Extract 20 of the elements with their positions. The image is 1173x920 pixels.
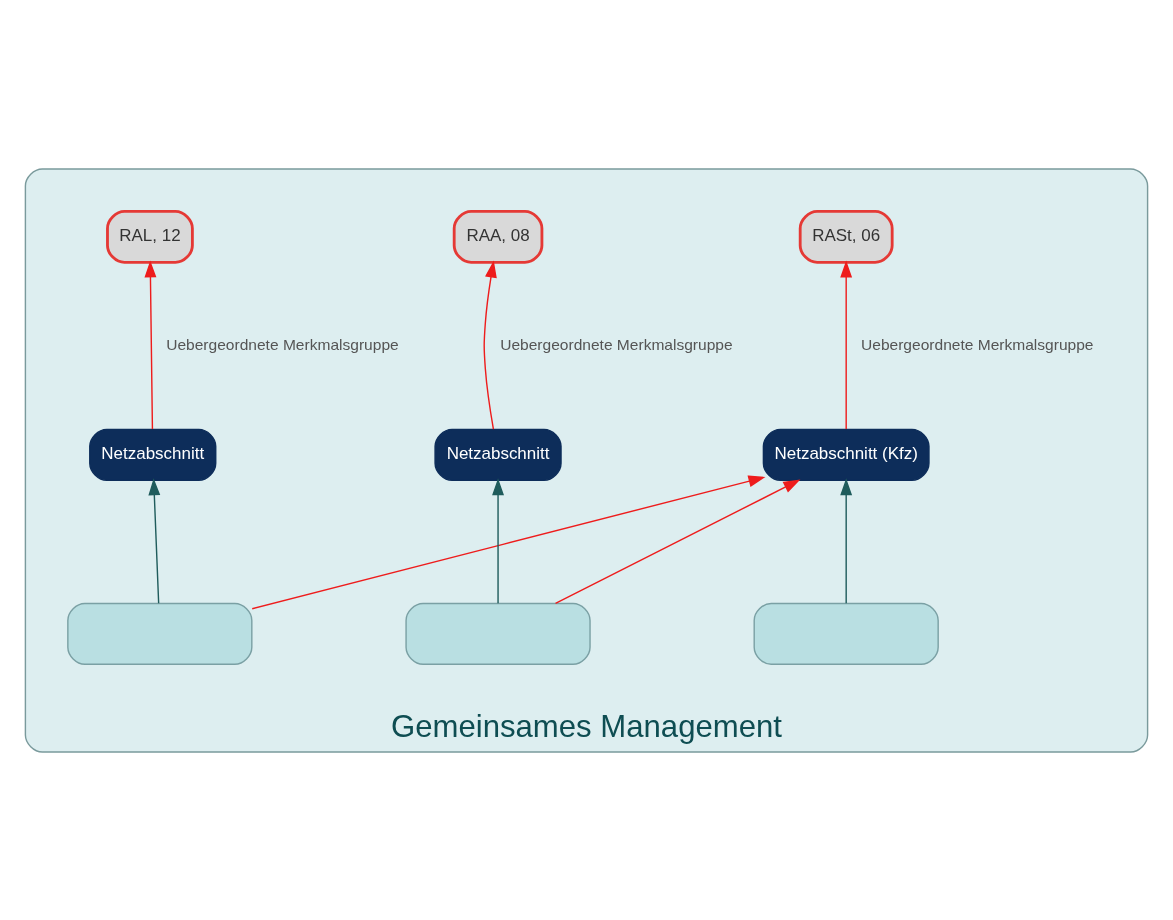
node-box: RAL, 12 (106, 209, 194, 264)
edge-label: Uebergeordnete Merkmalsgruppe (500, 335, 733, 353)
arrow (492, 477, 504, 604)
node-box: Netzabschnitt (89, 428, 217, 481)
node-box: Netzabschnitt (434, 428, 562, 481)
node-box (753, 602, 939, 665)
node-box: RAA, 08 (452, 209, 544, 264)
edge-label: Uebergeordnete Merkmalsgruppe (166, 335, 399, 353)
node-box (67, 602, 253, 665)
arrow (840, 259, 853, 430)
arrow (148, 477, 161, 604)
node-box: Netzabschnitt (Kfz) (762, 428, 930, 481)
edge-label: Uebergeordnete Merkmalsgruppe (861, 335, 1094, 353)
arrow (251, 474, 766, 609)
arrow (554, 478, 801, 604)
arrow (144, 259, 157, 430)
arrow (483, 260, 497, 430)
node-box: RASt, 06 (798, 209, 894, 264)
node-box (405, 602, 591, 665)
arrow (840, 477, 853, 604)
